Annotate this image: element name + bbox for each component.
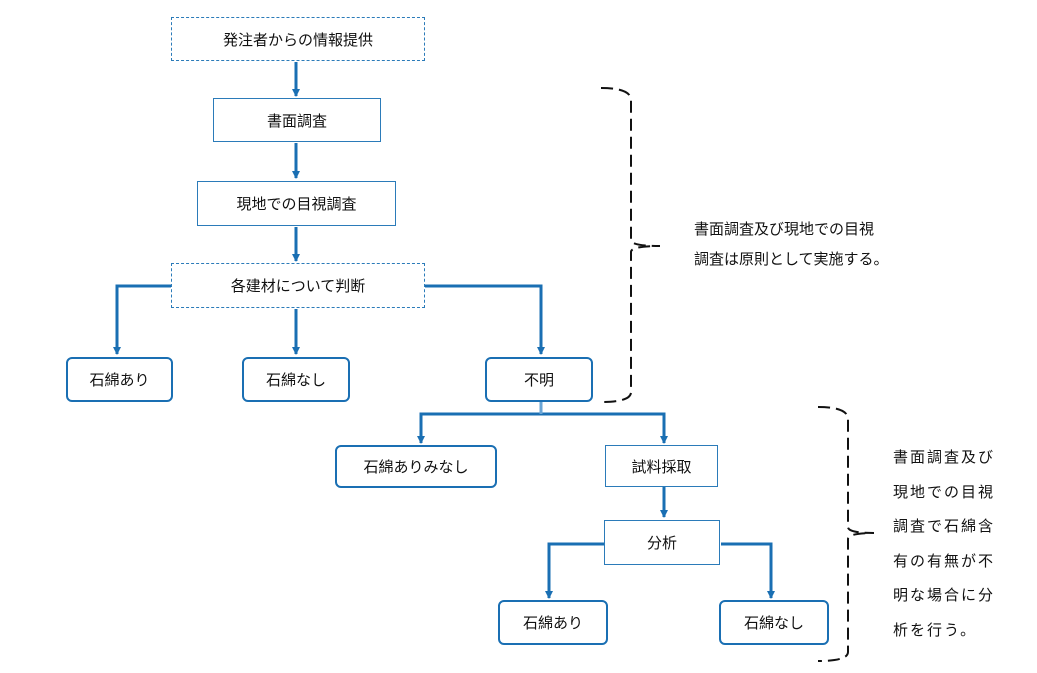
node-document-survey: 書面調査 [213, 98, 381, 142]
note-line: 析を行う。 [893, 620, 978, 639]
node-deemed-asbestos: 石綿ありみなし [335, 445, 497, 488]
node-unknown: 不明 [485, 357, 593, 402]
bracket-1 [600, 87, 661, 403]
note-line: 調査で石綿含 [893, 517, 996, 535]
arrow-unknown-to-deemed [417, 412, 541, 444]
node-analysis: 分析 [604, 520, 720, 565]
note-line: 書面調査及び現地での目視 [694, 220, 875, 238]
note-line: 書面調査及び [893, 448, 996, 466]
note-line: 調査は原則として実施する。 [694, 250, 889, 268]
node-asbestos-present: 石綿あり [66, 357, 173, 402]
node-sampling: 試料採取 [605, 445, 718, 487]
node-site-visual-survey: 現地での目視調査 [197, 181, 396, 226]
arrow-judge-to-present [113, 284, 173, 355]
node-asbestos-absent: 石綿なし [242, 357, 350, 402]
node-info-provision: 発注者からの情報提供 [171, 17, 425, 61]
arrow-analysis-to-present2 [545, 542, 604, 599]
note-line: 有の有無が不 [893, 551, 996, 570]
arrow-analysis-to-absent2 [721, 542, 775, 599]
arrow-unknown-to-sampling [541, 412, 668, 444]
note-line: 明な場合に分 [893, 586, 996, 604]
node-material-judgment: 各建材について判断 [171, 263, 425, 308]
bracket-2 [817, 406, 875, 662]
node-asbestos-absent-2: 石綿なし [719, 600, 829, 645]
note-survey-principle: 書面調査及び現地での目視 調査は原則として実施する。 [694, 214, 889, 274]
note-line: 現地での目視 [893, 482, 996, 501]
note-analysis-condition: 書面調査及び 現地での目視 調査で石綿含 有の有無が不 明な場合に分 析を行う。 [893, 440, 995, 647]
node-asbestos-present-2: 石綿あり [498, 600, 608, 645]
arrow-judge-to-unknown [423, 284, 545, 355]
